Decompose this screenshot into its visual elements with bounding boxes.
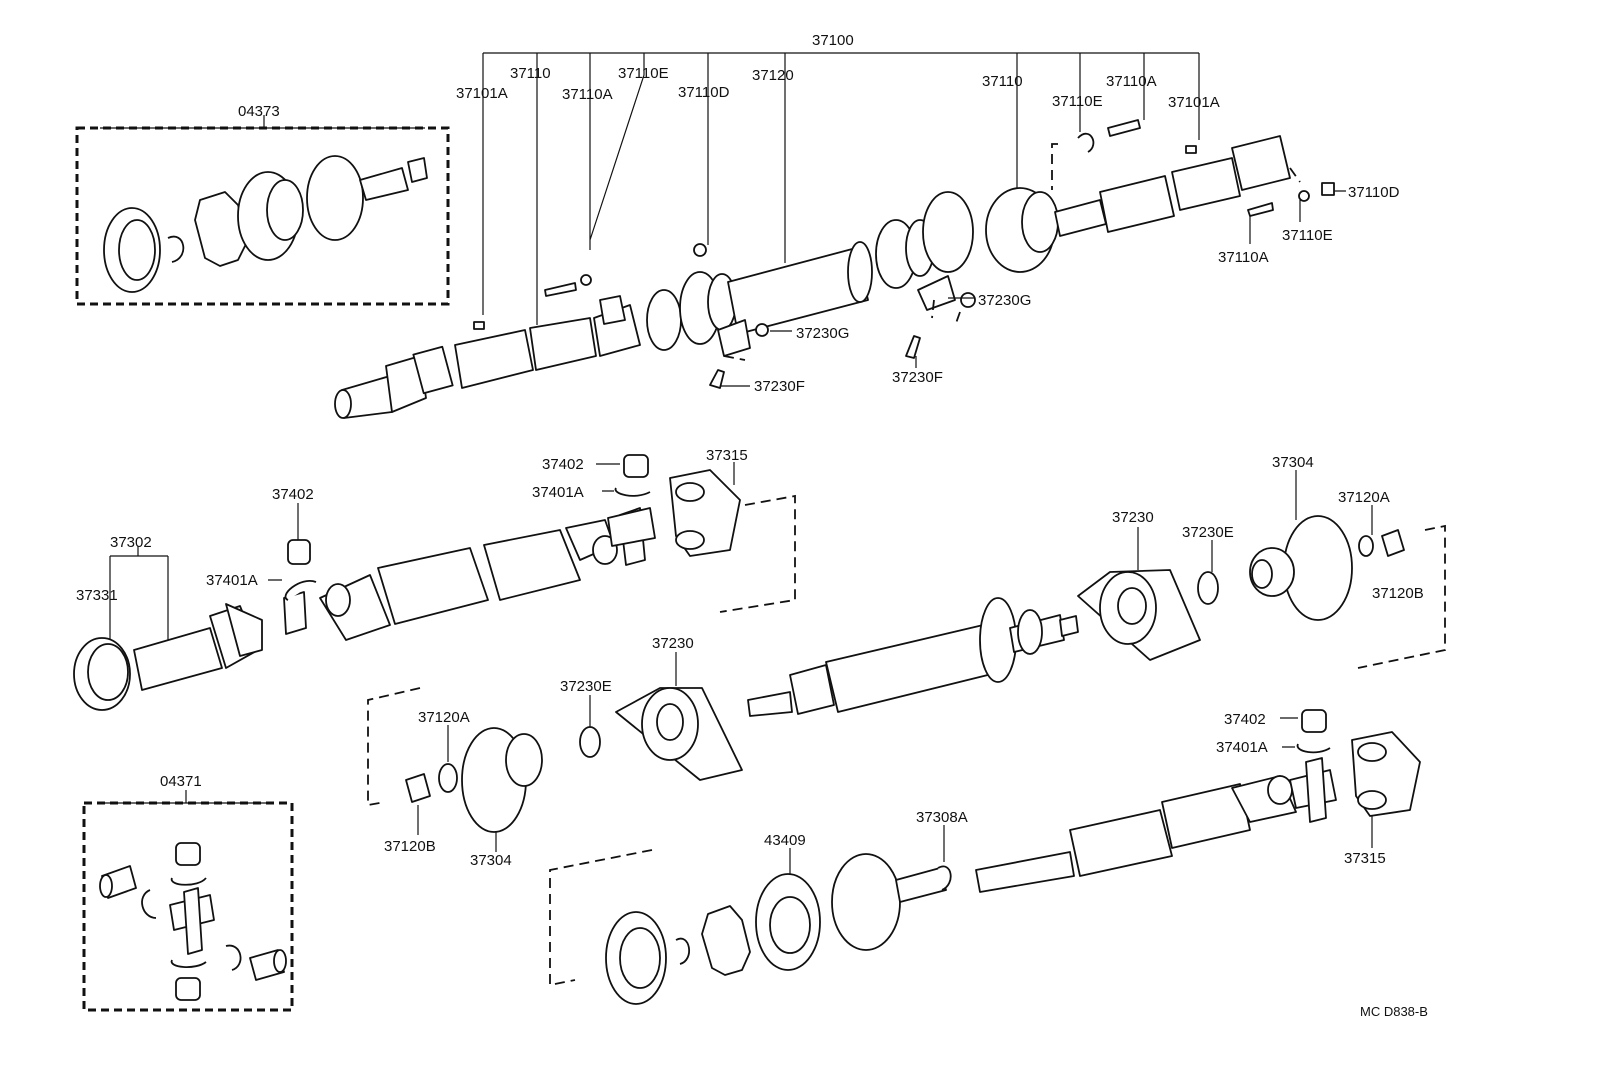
label-37401A-c: 37401A (1216, 739, 1268, 756)
label-37120: 37120 (752, 67, 794, 84)
label-37110D-a: 37110D (678, 84, 730, 101)
bolt-icon (544, 282, 577, 297)
label-37110E-c: 37110E (1282, 227, 1333, 244)
lower-left-parts (367, 652, 743, 852)
label-37401A-a: 37401A (532, 484, 584, 501)
label-37304-a: 37304 (1272, 454, 1314, 471)
label-37110A-c: 37110A (1218, 249, 1269, 266)
balance-weight-rear (1185, 145, 1197, 154)
label-37120A-b: 37120A (418, 709, 470, 726)
label-04371: 04371 (160, 773, 202, 790)
label-37402-c: 37402 (1224, 711, 1266, 728)
label-37402-a: 37402 (542, 456, 584, 473)
label-37402-b: 37402 (272, 486, 314, 503)
label-37120A-a: 37120A (1338, 489, 1390, 506)
label-37230-a: 37230 (1112, 509, 1154, 526)
label-37331: 37331 (76, 587, 118, 604)
balance-weight (473, 321, 485, 330)
top-shaft-assembly (334, 52, 1346, 419)
label-37100: 37100 (812, 32, 854, 49)
label-37230-b: 37230 (652, 635, 694, 652)
label-37110E-a: 37110E (618, 65, 669, 82)
label-37401A-b: 37401A (206, 572, 258, 589)
kit-04371 (82, 790, 294, 1012)
part-labels: 37100 37110 37110E 37120 37110 37110A 37… (76, 32, 1428, 1019)
label-37315-b: 37315 (1344, 850, 1386, 867)
label-37230E-b: 37230E (560, 678, 612, 695)
label-37110A-a: 37110A (1106, 73, 1157, 90)
label-37230F-a: 37230F (754, 378, 805, 395)
label-37110-a: 37110 (510, 65, 551, 82)
label-37230F-b: 37230F (892, 369, 943, 386)
label-37110E-b: 37110E (1052, 93, 1103, 110)
label-37101A-a: 37101A (456, 85, 508, 102)
label-37110A-b: 37110A (562, 86, 613, 103)
rear-shaft-exploded (549, 709, 1421, 1005)
label-37110D-b: 37110D (1348, 184, 1400, 201)
center-shaft-exploded (747, 470, 1446, 717)
label-43409: 43409 (764, 832, 806, 849)
label-37110-b: 37110 (982, 73, 1023, 90)
label-37304-b: 37304 (470, 852, 512, 869)
label-37230E-a: 37230E (1182, 524, 1234, 541)
diagram-code: MC D838-B (1360, 1004, 1428, 1019)
label-37101A-b: 37101A (1168, 94, 1220, 111)
label-37120B-b: 37120B (384, 838, 436, 855)
label-37230G-b: 37230G (796, 325, 849, 342)
front-shaft-exploded (73, 454, 796, 711)
label-37315-a: 37315 (706, 447, 748, 464)
label-37230G-a: 37230G (978, 292, 1031, 309)
label-37302: 37302 (110, 534, 152, 551)
label-37308A: 37308A (916, 809, 968, 826)
label-04373: 04373 (238, 103, 280, 120)
label-37120B-a: 37120B (1372, 585, 1424, 602)
kit-04373 (75, 115, 450, 306)
